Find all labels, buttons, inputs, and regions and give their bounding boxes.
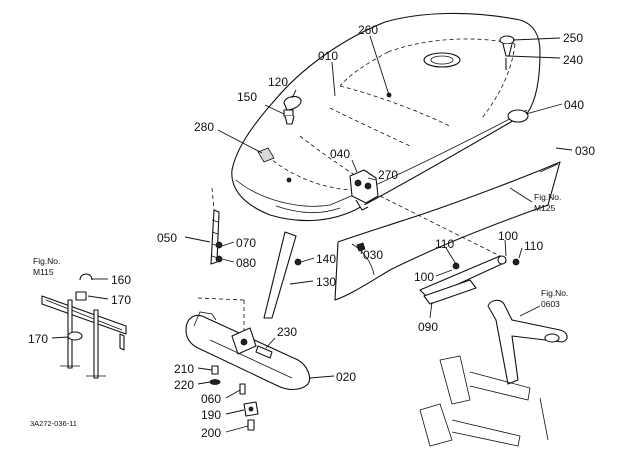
callout-140: 140 — [316, 252, 336, 266]
callout-130: 130 — [316, 275, 336, 289]
callout-080: 080 — [236, 256, 256, 270]
steering-assembly-0603 — [419, 299, 568, 447]
fig-ref-0603-title: Fig.No. — [541, 288, 568, 298]
callout-040-center: 040 — [330, 147, 350, 161]
callout-170-left: 170 — [28, 332, 48, 346]
callout-220: 220 — [174, 378, 194, 392]
callout-250: 250 — [563, 31, 583, 45]
fig-ref-m125-title: Fig.No. — [534, 192, 561, 202]
callout-190: 190 — [201, 408, 221, 422]
callout-090: 090 — [418, 320, 438, 334]
bracket-assembly-m115 — [41, 273, 127, 379]
callout-070: 070 — [236, 236, 256, 250]
fig-ref-m125-code: M125 — [534, 203, 556, 213]
callout-040-right: 040 — [564, 98, 584, 112]
arm-part-050 — [210, 209, 223, 265]
callout-labels: 260 250 010 240 120 150 040 280 030 040 … — [28, 23, 595, 440]
document-code: 3A272-036-11 — [30, 419, 77, 428]
callout-030-center: 030 — [363, 248, 383, 262]
callout-050: 050 — [157, 231, 177, 245]
callout-170-right: 170 — [111, 293, 131, 307]
fig-ref-m115-title: Fig.No. — [33, 256, 60, 266]
callout-110-left: 110 — [435, 237, 454, 251]
callout-100-left: 100 — [414, 270, 434, 284]
front-cowl-part-020 — [185, 311, 311, 391]
callout-210: 210 — [174, 362, 194, 376]
callout-200: 200 — [201, 426, 221, 440]
cap-part-250 — [499, 35, 515, 70]
callout-260: 260 — [358, 23, 378, 37]
knob-part-120 — [283, 95, 302, 125]
hardware-group-lower — [209, 365, 259, 431]
fig-ref-0603-code: 0603 — [541, 299, 560, 309]
callout-240: 240 — [563, 53, 583, 67]
rod-part-130 — [263, 231, 302, 319]
fig-ref-m115-code: M115 — [33, 267, 54, 277]
callout-100-top: 100 — [498, 229, 518, 243]
bracket-part-270 — [349, 169, 379, 211]
callout-010: 010 — [318, 49, 338, 63]
hood-part-010 — [231, 12, 541, 222]
lever-part-090 — [419, 255, 520, 305]
callout-160: 160 — [111, 273, 131, 287]
figure-references: Fig.No. M125 Fig.No. M115 Fig.No. 0603 — [33, 192, 568, 309]
callout-060: 060 — [201, 392, 221, 406]
leader-lines — [51, 35, 573, 433]
callout-230: 230 — [277, 325, 297, 339]
callout-120: 120 — [268, 75, 288, 89]
callout-030-right: 030 — [575, 144, 595, 158]
callout-020: 020 — [336, 370, 356, 384]
callout-270: 270 — [378, 168, 398, 182]
callout-280: 280 — [194, 120, 214, 134]
callout-150: 150 — [237, 90, 257, 104]
callout-110-right: 110 — [524, 239, 543, 253]
side-panel — [334, 161, 561, 301]
